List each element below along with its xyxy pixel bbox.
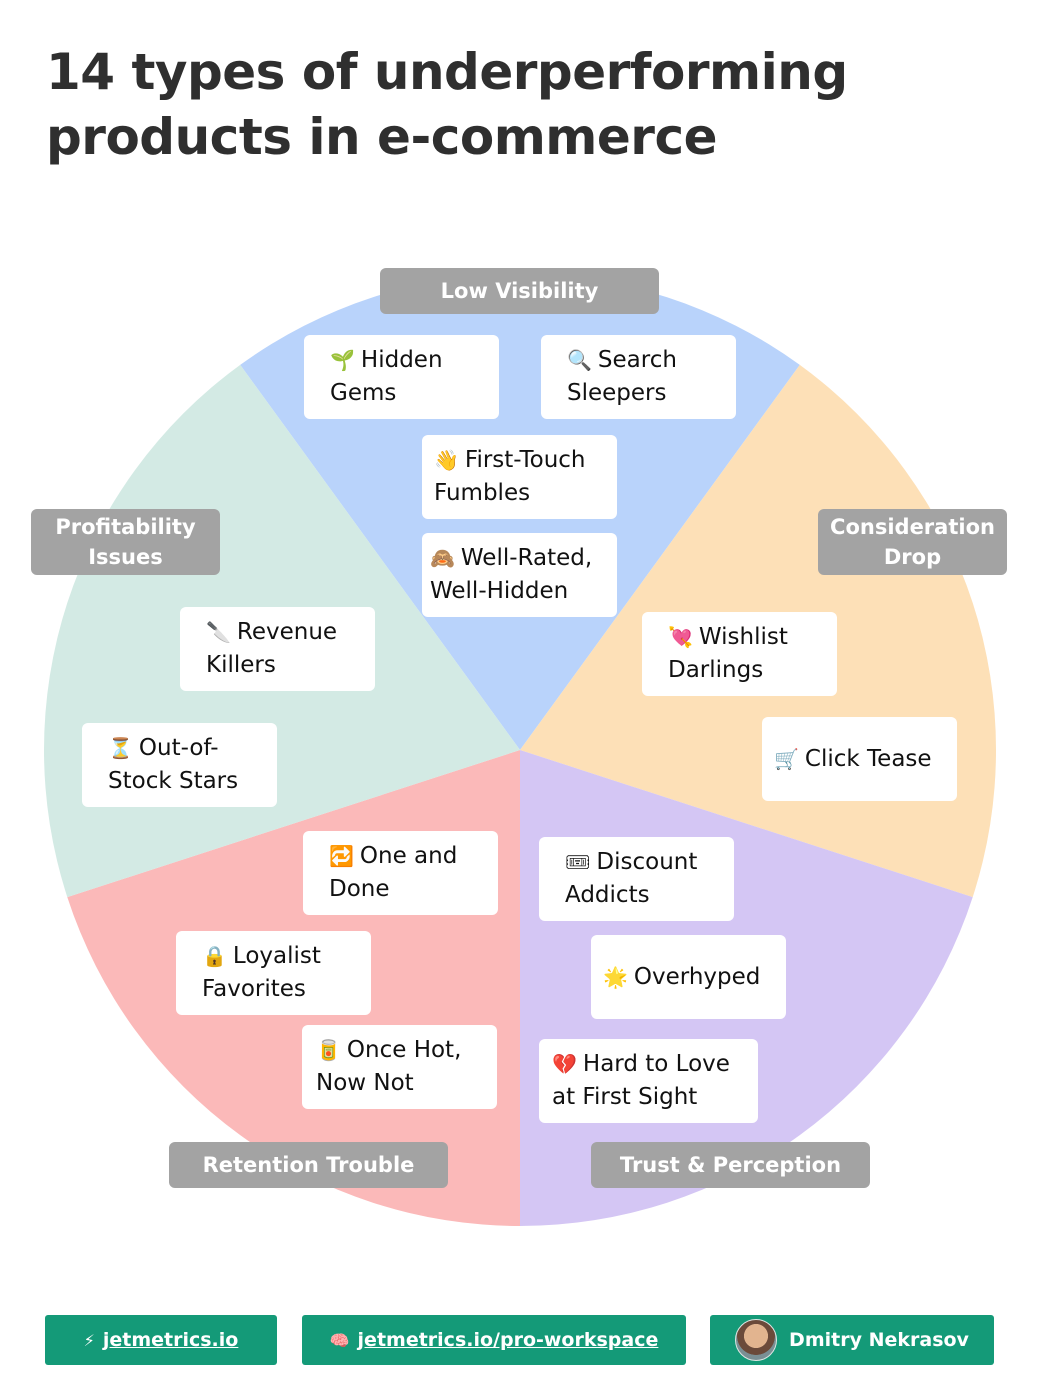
footer-link-pro-workspace[interactable]: 🧠 jetmetrics.io/pro-workspace xyxy=(302,1315,686,1365)
card-discount-addicts: 🎟Discount Addicts xyxy=(539,837,734,921)
author-name: Dmitry Nekrasov xyxy=(789,1329,969,1351)
card-hidden-gems: 🌱Hidden Gems xyxy=(304,335,499,419)
card-revenue-killers: 🔪Revenue Killers xyxy=(180,607,375,691)
lock-icon: 🔒 xyxy=(202,944,227,968)
category-label-retention-trouble: Retention Trouble xyxy=(169,1142,448,1188)
canned-food-icon: 🥫 xyxy=(316,1038,341,1062)
waving-hand-icon: 👋 xyxy=(434,448,459,472)
author-avatar xyxy=(735,1319,778,1361)
hourglass-icon: ⏳ xyxy=(108,736,133,760)
category-label-profitability-issues: Profitability Issues xyxy=(31,509,220,575)
repeat-icon: 🔁 xyxy=(329,844,354,868)
card-first-touch-fumbles: 👋First-Touch Fumbles xyxy=(422,435,617,519)
footer-link-jetmetrics-text[interactable]: jetmetrics.io xyxy=(102,1329,239,1351)
footer-link-jetmetrics[interactable]: ⚡ jetmetrics.io xyxy=(45,1315,277,1365)
category-label-trust-perception: Trust & Perception xyxy=(591,1142,870,1188)
card-out-of-stock-stars: ⏳Out-of- Stock Stars xyxy=(82,723,277,807)
card-hard-to-love: 💔Hard to Love at First Sight xyxy=(539,1039,758,1123)
card-wishlist-darlings: 💘Wishlist Darlings xyxy=(642,612,837,696)
card-well-rated-well-hidden: 🙈Well-Rated, Well-Hidden xyxy=(422,533,617,617)
lightning-icon: ⚡ xyxy=(83,1330,95,1350)
category-label-consideration-drop: Consideration Drop xyxy=(818,509,1007,575)
card-once-hot-now-not: 🥫Once Hot, Now Not xyxy=(302,1025,497,1109)
card-click-tease: 🛒Click Tease xyxy=(762,717,957,801)
magnifier-icon: 🔍 xyxy=(567,348,592,372)
card-search-sleepers: 🔍Search Sleepers xyxy=(541,335,736,419)
glowing-star-icon: 🌟 xyxy=(603,964,628,989)
knife-icon: 🔪 xyxy=(206,620,231,644)
brain-icon: 🧠 xyxy=(329,1330,350,1350)
card-loyalist-favorites: 🔒Loyalist Favorites xyxy=(176,931,371,1015)
seedling-icon: 🌱 xyxy=(330,348,355,372)
shopping-cart-icon: 🛒 xyxy=(774,746,799,771)
card-overhyped: 🌟Overhyped xyxy=(591,935,786,1019)
footer-author[interactable]: Dmitry Nekrasov xyxy=(710,1315,994,1365)
category-label-low-visibility: Low Visibility xyxy=(380,268,659,314)
ticket-icon: 🎟 xyxy=(565,850,591,874)
page-title: 14 types of underperforming products in … xyxy=(46,40,946,170)
footer-link-pro-workspace-text[interactable]: jetmetrics.io/pro-workspace xyxy=(357,1329,659,1351)
card-one-and-done: 🔁One and Done xyxy=(303,831,498,915)
see-no-evil-monkey-icon: 🙈 xyxy=(430,546,455,570)
title-line-2: products in e-commerce xyxy=(46,108,718,166)
heart-arrow-icon: 💘 xyxy=(668,625,693,649)
broken-heart-icon: 💔 xyxy=(552,1052,577,1076)
title-line-1: 14 types of underperforming xyxy=(46,43,848,101)
